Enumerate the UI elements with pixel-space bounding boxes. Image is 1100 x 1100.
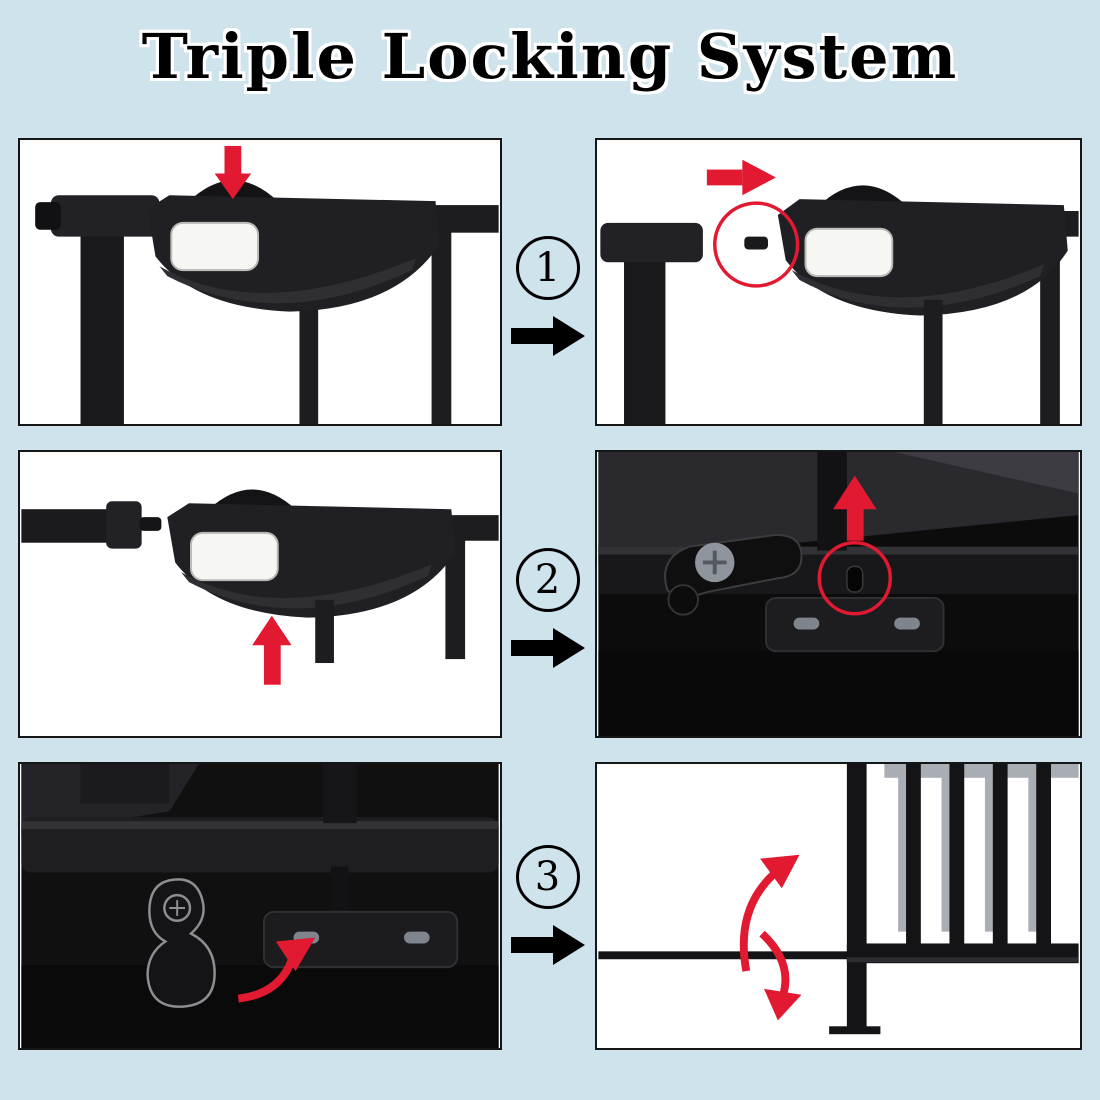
red-swing-arrows — [739, 854, 802, 1021]
lock-label-window — [189, 531, 279, 582]
highlight-circle — [817, 540, 892, 616]
red-right-arrow — [706, 159, 776, 196]
illustration-lift-lock-up — [21, 489, 499, 685]
lock-pin — [139, 517, 162, 531]
red-down-arrow — [214, 145, 252, 200]
step1-right-panel — [595, 138, 1082, 426]
step1-number-badge: 1 — [515, 236, 580, 300]
step3-left-panel — [18, 762, 502, 1050]
step3-next-arrow-icon — [510, 925, 585, 965]
illustration-gate-swings-open — [598, 764, 1079, 1048]
red-rotate-arrow — [237, 937, 316, 1003]
step2-number-badge: 2 — [515, 548, 580, 612]
floor-bracket — [765, 596, 945, 653]
release-lever — [146, 878, 216, 1008]
page-title: Triple Locking System — [141, 20, 959, 93]
red-up-arrow — [833, 475, 877, 541]
highlight-circle — [713, 201, 800, 288]
lock-pin — [744, 236, 768, 250]
lock-label-window — [804, 227, 894, 278]
illustration-bottom-latch-lift — [598, 452, 1079, 736]
step2-right-panel — [595, 450, 1082, 738]
step1-marker: 1 — [500, 236, 595, 356]
step2-marker: 2 — [500, 548, 595, 668]
red-up-arrow — [252, 615, 292, 685]
step2-left-panel — [18, 450, 502, 738]
step2-next-arrow-icon — [510, 628, 585, 668]
step1-next-arrow-icon — [510, 316, 585, 356]
illustration-rotate-lever — [21, 764, 499, 1048]
lock-lever — [664, 533, 803, 616]
step1-left-panel — [18, 138, 502, 426]
step3-number-badge: 3 — [515, 845, 580, 909]
floor-bracket — [262, 910, 459, 969]
step3-right-panel — [595, 762, 1082, 1050]
illustration-press-lock-button-down — [35, 145, 499, 424]
lock-label-window — [170, 221, 260, 272]
illustration-slide-lock-right — [600, 159, 1079, 424]
step3-marker: 3 — [500, 845, 595, 965]
latch-peg — [846, 565, 864, 593]
